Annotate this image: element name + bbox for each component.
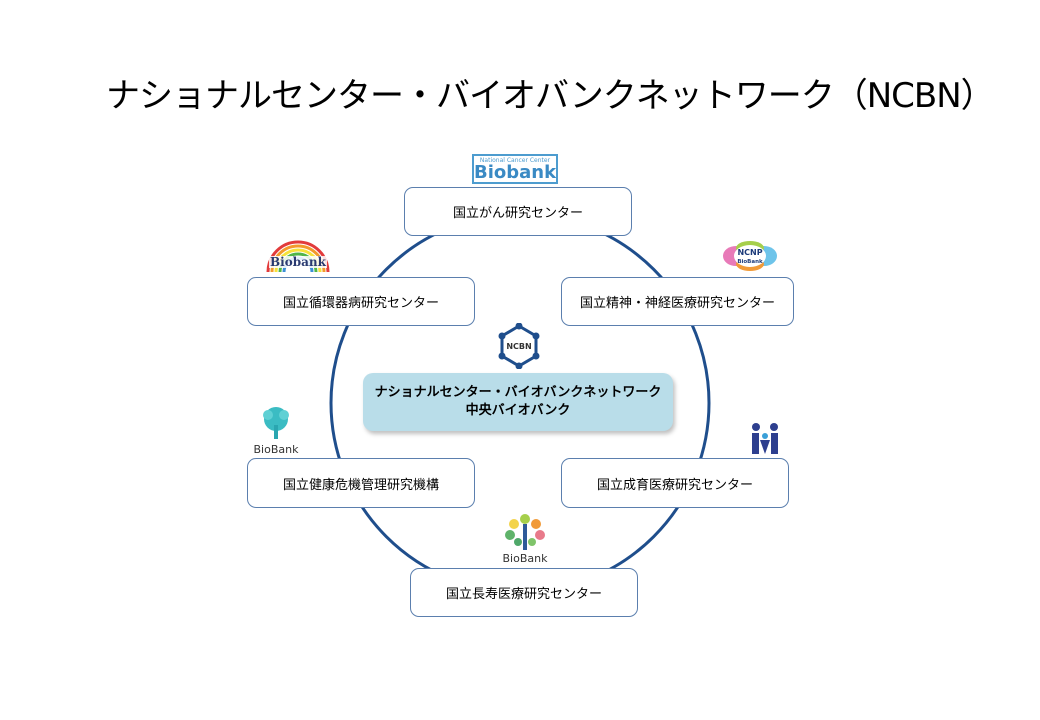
central-biobank-box[interactable]: ナショナルセンター・バイオバンクネットワーク 中央バイオバンク bbox=[363, 373, 673, 431]
central-biobank-line1: ナショナルセンター・バイオバンクネットワーク bbox=[374, 385, 662, 400]
ncc-biobank-logo: National Cancer Center Biobank bbox=[472, 154, 558, 184]
node-ncgg[interactable]: 国立長寿医療研究センター bbox=[410, 568, 638, 617]
ncbn-logo: NCBN bbox=[498, 323, 540, 369]
node-jihs[interactable]: 国立健康危機管理研究機構 bbox=[247, 458, 475, 508]
page-title: ナショナルセンター・バイオバンクネットワーク（NCBN） bbox=[106, 76, 995, 116]
niid-logo-text: BioBank bbox=[254, 443, 300, 456]
node-label: 国立健康危機管理研究機構 bbox=[282, 477, 439, 493]
ncvc-logo-text: Biobank bbox=[270, 255, 327, 269]
ncgg-biobank-logo: BioBank bbox=[503, 514, 549, 565]
node-ncvc[interactable]: 国立循環器病研究センター bbox=[247, 277, 475, 326]
node-label: 国立成育医療研究センター bbox=[596, 477, 753, 493]
ncchd-logo bbox=[752, 423, 778, 454]
node-ncnp[interactable]: 国立精神・神経医療研究センター bbox=[561, 277, 794, 326]
ncnp-logo-top: NCNP bbox=[737, 248, 762, 257]
node-label: 国立長寿医療研究センター bbox=[445, 587, 602, 602]
niid-biobank-logo: BioBank bbox=[254, 407, 300, 456]
ncbn-logo-text: NCBN bbox=[506, 342, 531, 351]
node-label: 国立精神・神経医療研究センター bbox=[579, 296, 775, 311]
central-biobank-line2: 中央バイオバンク bbox=[465, 403, 571, 418]
node-label: 国立がん研究センター bbox=[452, 206, 583, 221]
ncgg-logo-text: BioBank bbox=[503, 552, 549, 565]
ncc-logo-subtitle: National Cancer Center bbox=[479, 156, 551, 164]
node-ncchd[interactable]: 国立成育医療研究センター bbox=[561, 458, 789, 508]
node-label: 国立循環器病研究センター bbox=[282, 296, 439, 311]
node-ncc[interactable]: 国立がん研究センター bbox=[404, 187, 632, 236]
ncvc-rainbow-logo: Biobank bbox=[266, 240, 330, 273]
ncc-logo-title: Biobank bbox=[473, 161, 557, 183]
ncnp-logo-bottom: BioBank bbox=[737, 259, 763, 265]
ncnp-biobank-logo: NCNP BioBank bbox=[723, 241, 777, 271]
